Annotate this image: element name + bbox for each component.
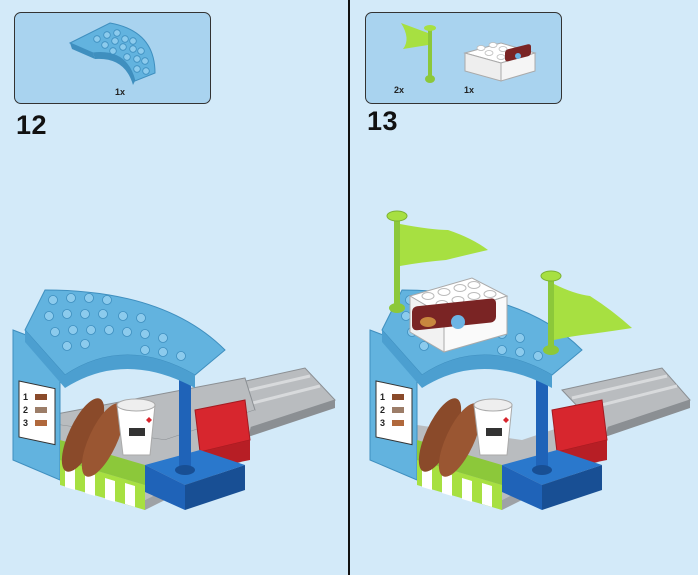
step-12-parts-callout: 1x xyxy=(14,12,211,104)
svg-text:1: 1 xyxy=(23,392,28,402)
svg-text:3: 3 xyxy=(380,418,385,428)
svg-text:3: 3 xyxy=(23,418,28,428)
green-flag-right xyxy=(540,270,632,355)
blue-brick xyxy=(502,450,602,510)
part-quantity: 1x xyxy=(464,85,475,95)
svg-text:2: 2 xyxy=(23,405,28,415)
step-12-build-illustration: 1 2 3 xyxy=(12,289,336,510)
printed-brick-icon xyxy=(463,42,537,82)
step-13-parts-callout: 2x 1x xyxy=(365,12,562,104)
step-number: 13 xyxy=(367,106,399,136)
blue-pillar xyxy=(532,380,552,475)
cup xyxy=(473,398,513,456)
svg-text:1: 1 xyxy=(380,392,385,402)
flag-icon xyxy=(401,23,436,83)
cup xyxy=(116,398,156,456)
part-quantity: 1x xyxy=(115,87,126,97)
blue-pillar xyxy=(175,380,195,475)
roof-plate xyxy=(24,289,226,388)
step-divider xyxy=(348,0,350,575)
part-quantity: 2x xyxy=(394,85,405,95)
blue-brick xyxy=(145,450,245,510)
svg-text:2: 2 xyxy=(380,405,385,415)
bread-loaves xyxy=(61,398,125,477)
quarter-round-plate-icon xyxy=(68,22,156,85)
step-number: 12 xyxy=(16,110,48,140)
bread-loaves xyxy=(418,398,482,477)
step-13-build-illustration: 1 2 3 xyxy=(369,210,691,510)
printed-white-brick xyxy=(408,277,509,353)
green-flag-left xyxy=(386,210,488,313)
